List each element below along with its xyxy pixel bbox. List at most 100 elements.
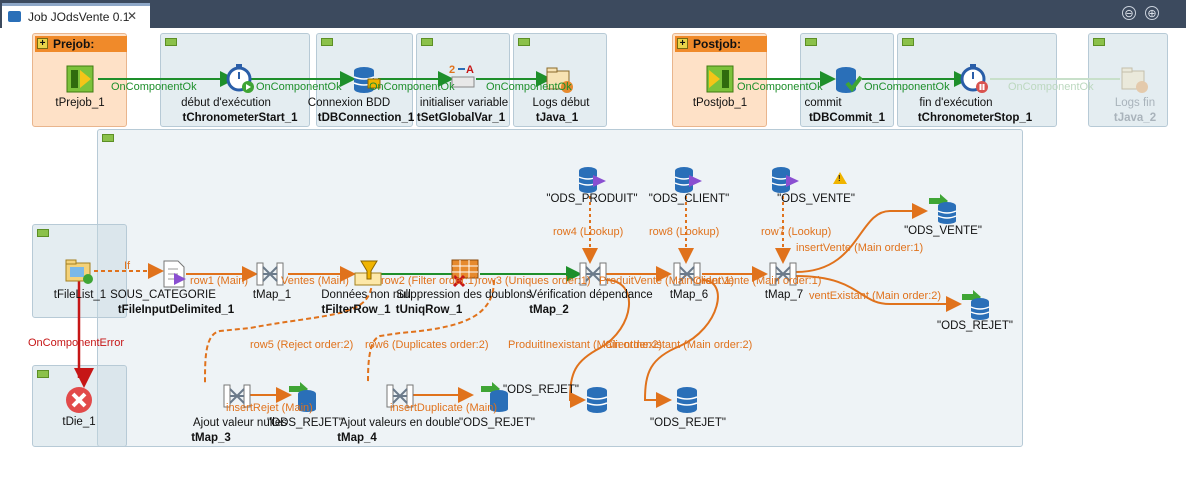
row2-link-label[interactable]: row2 (Filter order:1) — [381, 275, 478, 287]
tmap2-name: tMap_2 — [529, 304, 569, 316]
filter-row-label: Données non null — [321, 289, 411, 301]
if-link-label[interactable]: If — [124, 260, 131, 272]
stopwatch-icon[interactable] — [225, 63, 255, 93]
job-tab[interactable]: Job JOdsVente 0.1 ✕ — [2, 3, 150, 28]
database-output-icon[interactable] — [672, 385, 702, 415]
collapse-icon[interactable] — [102, 134, 114, 142]
ods-rejet-main-label: "ODS_REJET" — [937, 320, 1013, 332]
produitvente-link-label[interactable]: ProduitVente (Main order:1) — [599, 275, 735, 287]
java-icon[interactable] — [1120, 65, 1150, 95]
clientvente-link-label[interactable]: ClientVente (Main order:1) — [693, 275, 822, 287]
die-icon[interactable] — [64, 385, 94, 415]
stopwatch-stop-icon[interactable] — [959, 63, 989, 93]
ods-rejet-dup-label: "ODS_REJET" — [459, 417, 535, 429]
ods-rejet-produit-label: "ODS_REJET" — [503, 384, 579, 396]
tmap-icon[interactable] — [255, 259, 285, 289]
produitinexistant-link-label[interactable]: ProduitInexistant (Main order:2) — [508, 339, 663, 351]
database-output-icon[interactable] — [961, 290, 991, 320]
ok-link-label-7[interactable]: OnComponentOk — [1008, 81, 1094, 93]
folder-icon[interactable] — [64, 257, 94, 287]
database-output-icon[interactable] — [480, 382, 510, 412]
database-commit-icon[interactable] — [833, 65, 863, 95]
insertvente-link[interactable] — [795, 203, 928, 273]
job-tab-title: Job JOdsVente 0.1 — [28, 10, 130, 24]
funnel-icon[interactable] — [353, 259, 383, 289]
collapse-icon[interactable] — [37, 370, 49, 378]
prejob-icon[interactable] — [65, 64, 95, 94]
row1-link-label[interactable]: row1 (Main) — [190, 275, 249, 287]
ventexistant-link[interactable] — [795, 275, 962, 312]
uniqrow-icon[interactable] — [450, 258, 480, 288]
minimize-icon[interactable]: ⊖ — [1122, 6, 1136, 20]
database-output-icon[interactable] — [288, 382, 318, 412]
tmap-icon[interactable] — [768, 259, 798, 289]
database-input-icon[interactable] — [770, 165, 800, 195]
ok-link-label-1[interactable]: OnComponentOk — [111, 81, 197, 93]
error-link-label[interactable]: OnComponentError — [28, 337, 124, 349]
ok-link-label-6[interactable]: OnComponentOk — [864, 81, 950, 93]
tmap2-label: Vérification dépendance — [529, 289, 653, 301]
produitinexistant-link[interactable] — [568, 279, 630, 408]
database-output-icon[interactable] — [928, 194, 958, 224]
tmap6-label: tMap_6 — [669, 289, 709, 301]
collapse-icon[interactable] — [518, 38, 530, 46]
tmap3-label: Ajout valeur nulles — [193, 417, 287, 429]
ventes-link-label[interactable]: Ventes (Main) — [281, 275, 349, 287]
tprejob-label: tPrejob_1 — [55, 97, 105, 109]
tmap-icon[interactable] — [578, 259, 608, 289]
ventexistant-link-label[interactable]: ventExistant (Main order:2) — [809, 290, 942, 302]
file-input-icon[interactable] — [160, 259, 190, 289]
ok-link-label-3[interactable]: OnComponentOk — [369, 81, 455, 93]
chrono-stop-name: tChronometerStop_1 — [917, 112, 1033, 124]
collapse-icon[interactable] — [805, 38, 817, 46]
subjob-java2[interactable] — [1088, 33, 1168, 127]
row6-link-label[interactable]: row6 (Duplicates order:2) — [365, 339, 489, 351]
java1-label: Logs début — [532, 97, 590, 109]
expand-icon[interactable]: + — [677, 38, 688, 49]
java-icon[interactable] — [545, 65, 575, 95]
collapse-icon[interactable] — [1093, 38, 1105, 46]
expand-icon[interactable]: + — [37, 38, 48, 49]
database-input-icon[interactable] — [673, 165, 703, 195]
database-input-icon[interactable] — [577, 165, 607, 195]
ok-link-label-4[interactable]: OnComponentOk — [486, 81, 572, 93]
collapse-icon[interactable] — [421, 38, 433, 46]
row4-link-label[interactable]: row4 (Lookup) — [553, 226, 624, 238]
postjob-icon[interactable] — [705, 64, 735, 94]
collapse-icon[interactable] — [902, 38, 914, 46]
connection-wires — [74, 71, 1120, 408]
job-design-canvas[interactable]: + Prejob: + Postjob: — [0, 28, 1186, 500]
clientinexistant-link-label[interactable]: ClientInexistant (Main order:2) — [605, 339, 753, 351]
database-output-icon[interactable] — [582, 385, 612, 415]
collapse-icon[interactable] — [165, 38, 177, 46]
row5-reject-link[interactable] — [204, 279, 373, 384]
insertrejet-link-label[interactable]: insertRejet (Main) — [226, 402, 313, 414]
ok-link-label-5[interactable]: OnComponentOk — [737, 81, 823, 93]
tmap-icon[interactable] — [385, 381, 415, 411]
maximize-icon[interactable]: ⊕ — [1145, 6, 1159, 20]
collapse-icon[interactable] — [37, 229, 49, 237]
row6-duplicates-link[interactable] — [367, 279, 495, 384]
tmap-icon[interactable] — [672, 259, 702, 289]
insertduplicate-link-label[interactable]: insertDuplicate (Main) — [390, 402, 497, 414]
row3-link-label[interactable]: row3 (Uniques order:1) — [478, 275, 591, 287]
row7-link-label[interactable]: row7 (Lookup) — [761, 226, 832, 238]
close-tab-icon[interactable]: ✕ — [127, 9, 138, 23]
editor-tabbar: Job JOdsVente 0.1 ✕ ⊖ ⊕ — [0, 0, 1186, 28]
ods-vente-lookup-label: "ODS_VENTE" — [777, 193, 855, 205]
tmap4-label: Ajout valeurs en double — [339, 417, 461, 429]
ok-link-label-2[interactable]: OnComponentOk — [256, 81, 342, 93]
row8-link-label[interactable]: row8 (Lookup) — [649, 226, 720, 238]
collapse-icon[interactable] — [321, 38, 333, 46]
database-icon[interactable] — [351, 65, 381, 95]
ods-produit-label: "ODS_PRODUIT" — [546, 193, 638, 205]
tmap-icon[interactable] — [222, 381, 252, 411]
chrono-start-label: début d'exécution — [181, 97, 271, 109]
insertvente-link-label[interactable]: insertVente (Main order:1) — [796, 242, 924, 254]
setglobalvar-icon[interactable]: 2 A — [448, 61, 478, 91]
row5-link-label[interactable]: row5 (Reject order:2) — [250, 339, 354, 351]
tmap7-label: tMap_7 — [764, 289, 804, 301]
warning-icon[interactable]: ! — [833, 172, 847, 184]
prejob-title: Prejob: — [53, 37, 95, 51]
clientinexistant-link[interactable] — [643, 279, 719, 408]
